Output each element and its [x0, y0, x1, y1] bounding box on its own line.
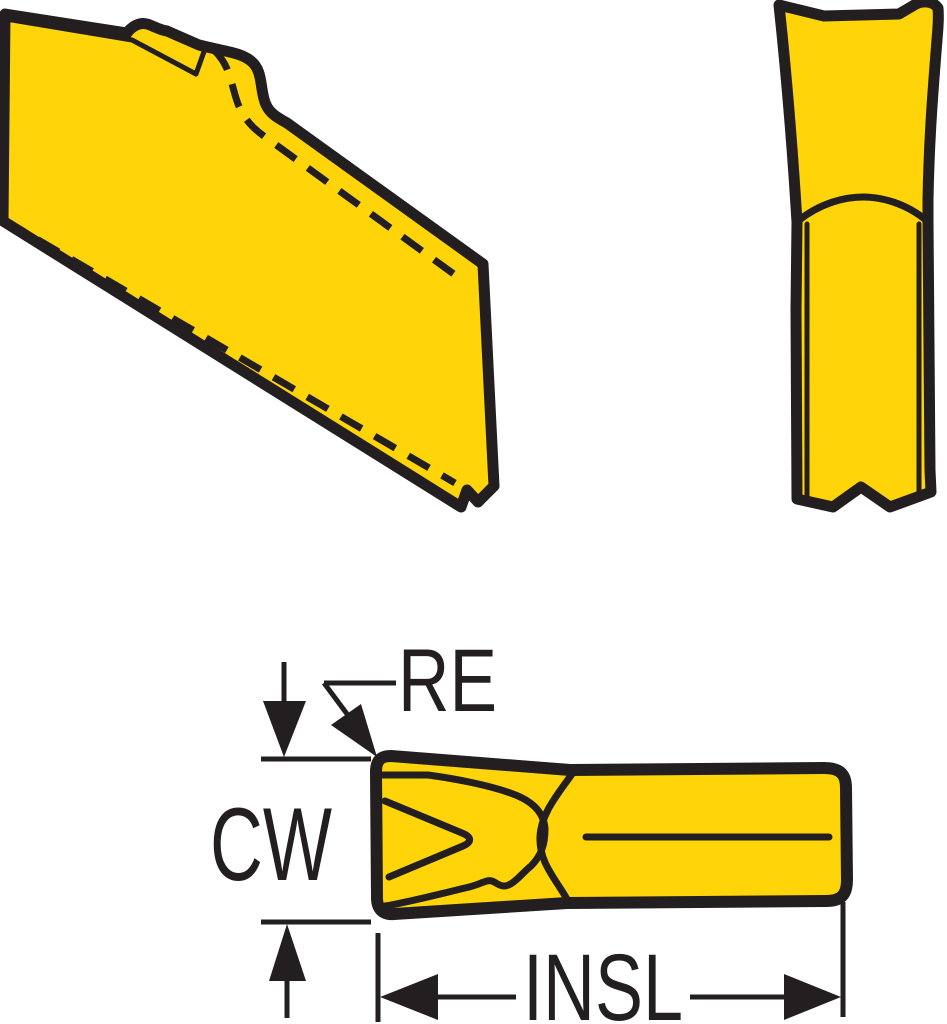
insl-left-arrowhead: [380, 974, 438, 1020]
blade-3d-view: [0, 8, 500, 513]
insl-label: INSL: [523, 935, 683, 1024]
blade-3d-hidden-edge-lower-dashed: [2, 216, 457, 487]
cw-label: CW: [210, 787, 332, 903]
re-arrowhead: [331, 704, 377, 757]
cw-dimension: CW: [210, 662, 371, 1018]
dimension-annotations: CW RE INSL: [210, 630, 846, 1024]
front-view-edge-arc-line: [794, 193, 931, 225]
chipbreaker-groove-line: [378, 771, 549, 910]
cw-upper-arrowhead: [263, 701, 306, 757]
insl-right-arrowhead: [784, 974, 841, 1020]
blade-3d-hidden-edge-upper-dashed: [211, 47, 465, 283]
cw-lower-arrowhead: [269, 924, 306, 981]
front-zone-curve-line: [536, 767, 578, 905]
blade-3d-outline: [0, 8, 500, 513]
re-dimension: RE: [321, 630, 497, 757]
blade-3d-top-face-inner-line: [3, 16, 199, 77]
front-view-outline: [773, 0, 944, 513]
blade-3d-seat-edge-line: [193, 43, 209, 77]
top-view: [370, 750, 853, 921]
insl-dimension: INSL: [375, 902, 846, 1024]
re-label: RE: [398, 630, 497, 730]
chipbreaker-v-line: [381, 797, 474, 881]
front-view: [773, 0, 944, 513]
